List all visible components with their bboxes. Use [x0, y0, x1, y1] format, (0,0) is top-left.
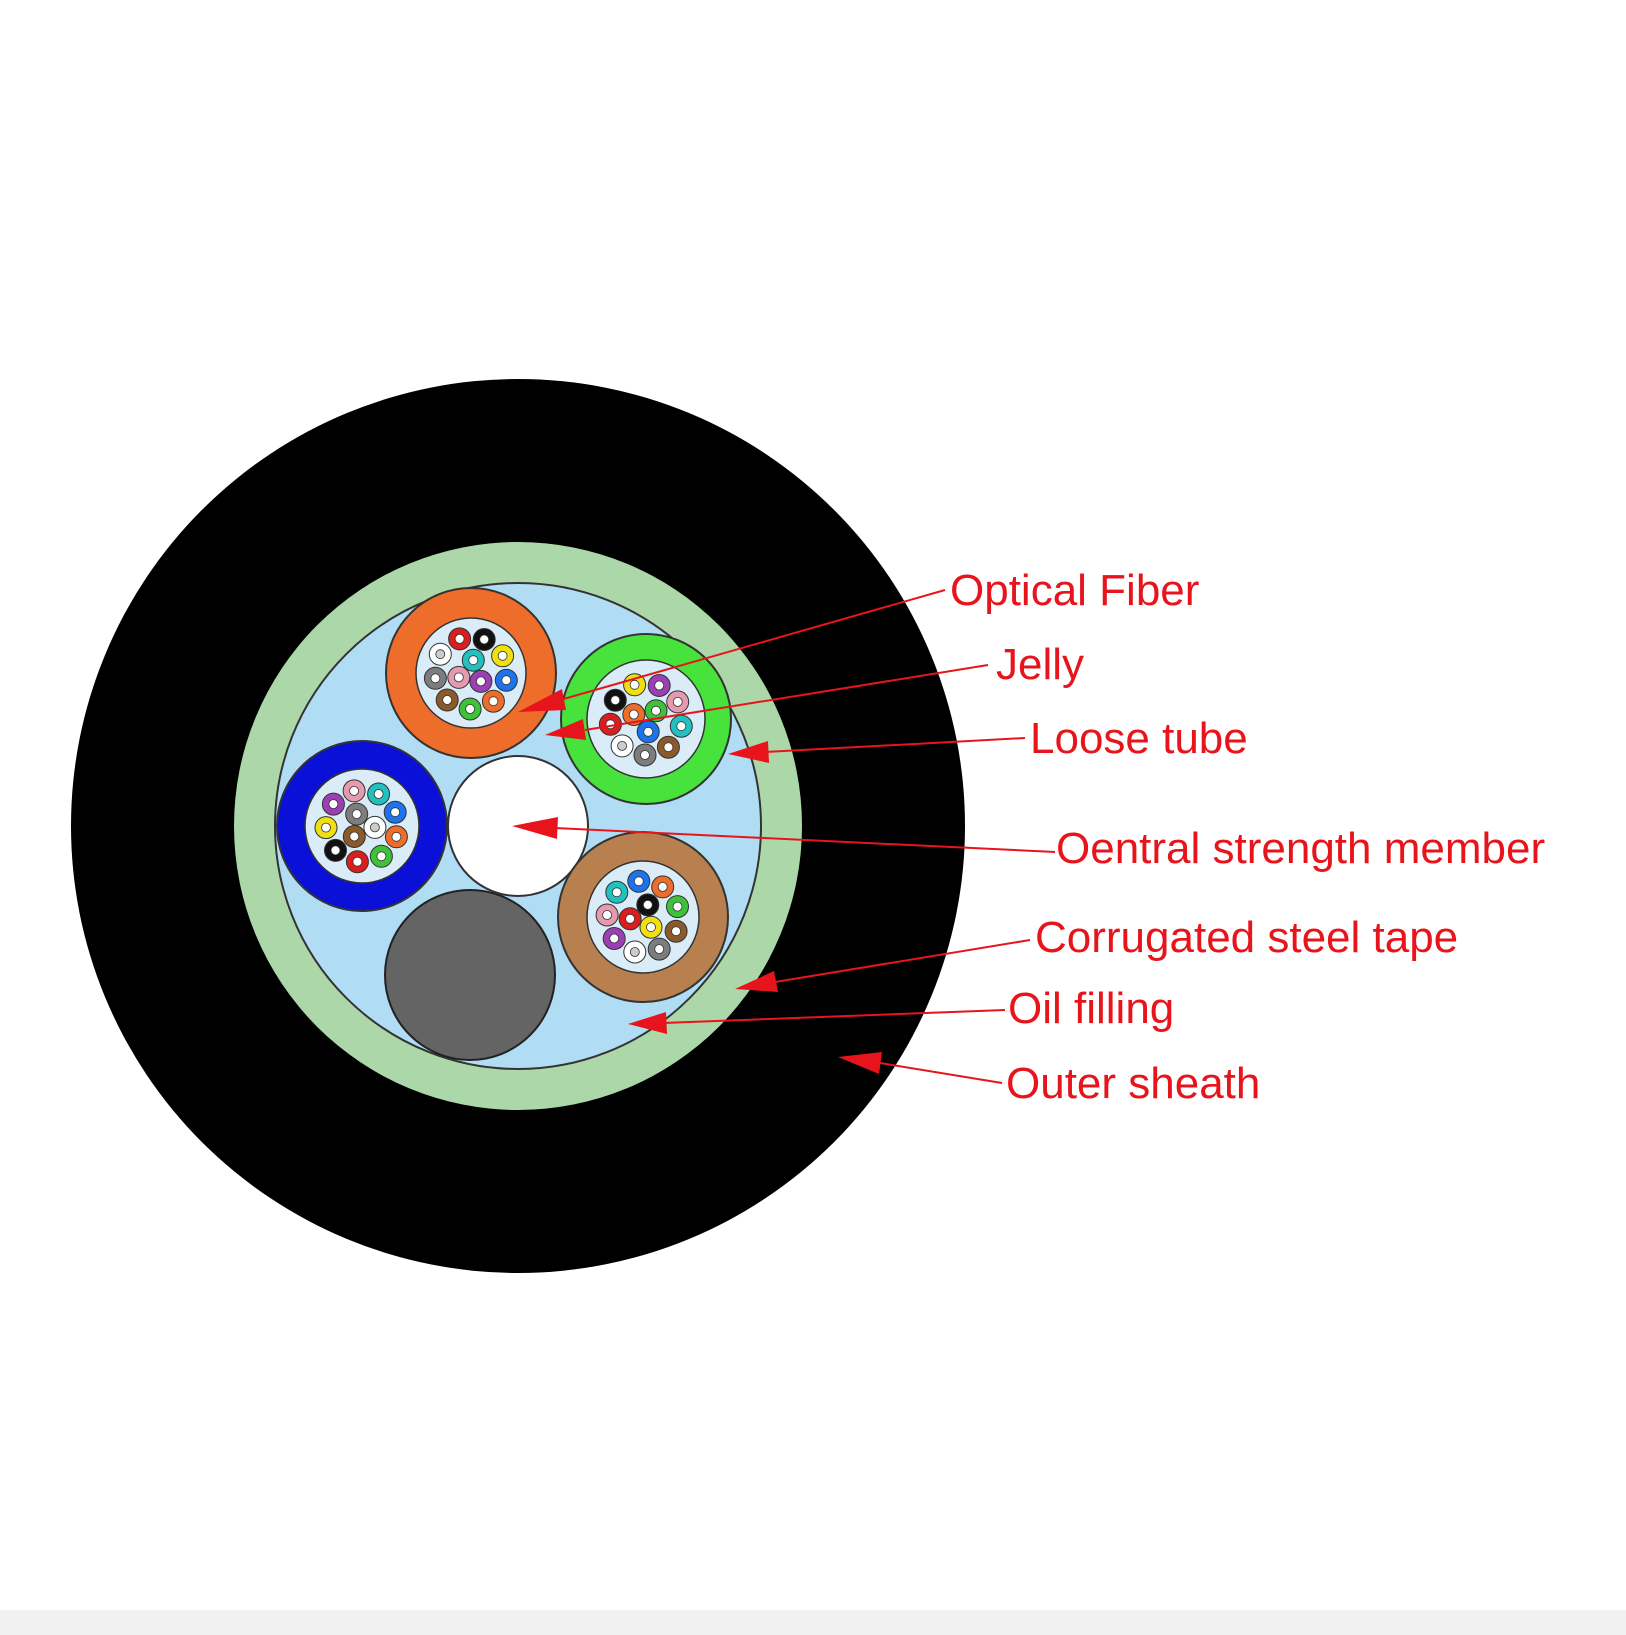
leader-line-corrugated-steel-tape: [774, 939, 1031, 983]
fiber-core: [488, 696, 499, 707]
fiber-core: [676, 721, 687, 732]
leader-line-central-strength-member: [554, 827, 1056, 853]
fiber-core: [479, 634, 490, 645]
fiber-core: [651, 705, 661, 716]
fiber-core: [454, 634, 465, 644]
fiber-core: [497, 650, 508, 661]
label-loose-tube: Loose tube: [1030, 714, 1248, 763]
fiber-core: [376, 851, 387, 862]
fiber-core: [642, 900, 653, 910]
leader-line-jelly: [584, 664, 989, 731]
label-central-strength-member: Oentral strength member: [1056, 824, 1545, 873]
fiber-core: [330, 845, 341, 856]
arrowhead-jelly: [545, 719, 586, 740]
fiber-bundle: [423, 627, 518, 721]
fiber-core: [328, 799, 339, 809]
fiber-core: [611, 887, 622, 898]
fiber-bundle: [314, 779, 408, 874]
label-jelly: Jelly: [996, 640, 1084, 689]
fiber-core: [628, 709, 639, 720]
fiber-bundle: [595, 869, 689, 964]
arrowhead-central-strength-member: [512, 817, 558, 839]
loose-tube-green: [560, 633, 732, 805]
fiber-core: [373, 789, 384, 799]
fiber-core: [321, 822, 331, 833]
fiber-core: [475, 676, 486, 687]
fiber-core: [672, 697, 683, 707]
fiber-core: [391, 831, 402, 842]
leader-line-optical-fiber: [559, 589, 946, 701]
fiber-core: [646, 922, 656, 933]
leader-line-oil-filling: [662, 1009, 1006, 1024]
label-outer-sheath: Outer sheath: [1006, 1059, 1260, 1108]
fiber-core: [349, 786, 360, 796]
fiber-core: [435, 649, 446, 660]
fiber-core: [609, 933, 620, 944]
fiber-core: [465, 704, 476, 714]
fiber-core: [625, 913, 635, 924]
fiber-bundle: [598, 673, 693, 767]
fiber-core: [442, 695, 453, 705]
fiber-core: [643, 726, 654, 737]
label-corrugated-steel-tape: Corrugated steel tape: [1035, 913, 1458, 962]
fiber-core: [602, 910, 612, 920]
fiber-core: [369, 822, 380, 833]
loose-tube-brown: [557, 831, 729, 1003]
fiber-core: [654, 680, 665, 691]
arrowhead-loose-tube: [728, 741, 769, 763]
fiber-core: [430, 673, 441, 684]
leader-line-loose-tube: [764, 737, 1026, 753]
fiber-core: [629, 947, 640, 957]
arrowhead-corrugated-steel-tape: [735, 971, 778, 992]
fiber-core: [629, 679, 640, 690]
fiber-core: [468, 655, 479, 666]
fiber-core: [453, 672, 464, 683]
fiber-core: [351, 809, 362, 819]
arrowhead-oil-filling: [628, 1012, 667, 1034]
arrowhead-outer-sheath: [838, 1052, 882, 1074]
fiber-core: [657, 882, 668, 892]
fiber-core: [640, 750, 650, 760]
fiber-core: [633, 876, 644, 887]
fiber-core: [610, 695, 621, 706]
fiber-core: [390, 807, 401, 818]
arrowhead-optical-fiber: [518, 689, 566, 712]
fiber-core: [671, 926, 681, 937]
fiber-core: [501, 675, 512, 686]
fiber-core: [663, 742, 674, 753]
label-oil-filling: Oil filling: [1008, 984, 1174, 1033]
leader-line-outer-sheath: [879, 1062, 1003, 1084]
bottom-scroll-strip: [0, 1610, 1626, 1635]
fiber-core: [352, 856, 363, 867]
fiber-core: [617, 741, 627, 751]
loose-tube-orange: [385, 587, 557, 759]
label-optical-fiber: Optical Fiber: [950, 566, 1199, 615]
fiber-core: [672, 901, 683, 912]
loose-tube-blue: [276, 740, 448, 912]
fiber-core: [605, 719, 616, 730]
fiber-core: [654, 944, 665, 954]
filler-rod: [384, 889, 556, 1061]
fiber-core: [349, 831, 360, 842]
